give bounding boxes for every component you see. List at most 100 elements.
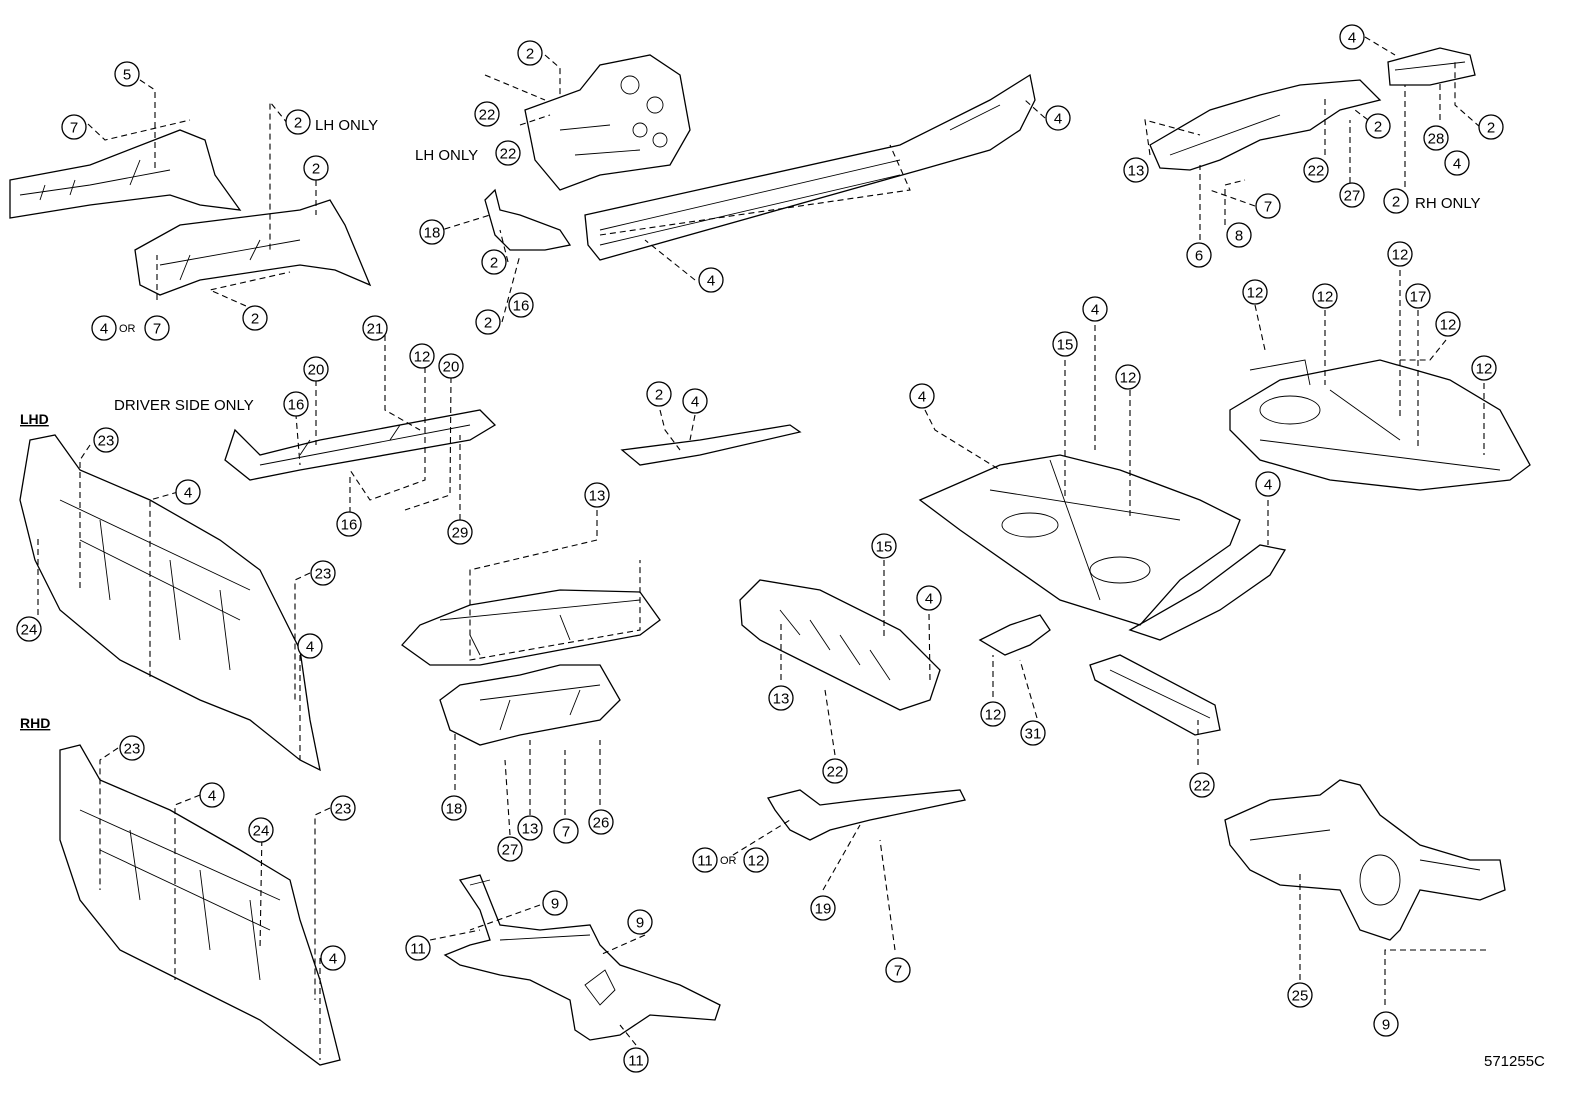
callout-circle	[1020, 720, 1046, 746]
callout-circle	[517, 40, 543, 66]
or-note-2: OR	[720, 855, 737, 867]
callout-4: 4	[909, 383, 935, 409]
figure-code: 571255C	[1484, 1053, 1545, 1070]
callout-circle	[810, 895, 836, 921]
callout-number: 2	[312, 161, 320, 178]
callout-circle	[283, 391, 309, 417]
front-suspension-crossmember-part	[443, 874, 721, 1041]
callout-number: 23	[98, 433, 115, 450]
callout-12: 12	[1242, 279, 1268, 305]
callout-12: 12	[1471, 355, 1497, 381]
callout-12: 12	[980, 701, 1006, 727]
callout-circle	[1339, 182, 1365, 208]
callout-29: 29	[447, 519, 473, 545]
callout-number: 6	[1195, 248, 1203, 265]
callout-number: 23	[315, 566, 332, 583]
callout-circle	[1082, 296, 1108, 322]
callout-20: 20	[303, 356, 329, 382]
callout-circle	[980, 701, 1006, 727]
callout-circle	[584, 482, 610, 508]
callout-22: 22	[1303, 157, 1329, 183]
callout-number: 24	[253, 823, 270, 840]
callout-number: 13	[1128, 163, 1145, 180]
callout-12: 12	[743, 847, 769, 873]
rear-suspension-member-part	[1224, 779, 1506, 941]
callout-circle	[303, 155, 329, 181]
callout-circle	[447, 519, 473, 545]
callout-4: 4	[698, 267, 724, 293]
callout-27: 27	[1339, 182, 1365, 208]
callout-number: 4	[925, 591, 933, 608]
callout-number: 20	[443, 359, 460, 376]
callout-circle	[822, 758, 848, 784]
callout-circle	[1045, 105, 1071, 131]
rh-only-note: RH ONLY	[1415, 195, 1481, 212]
callout-circle	[1255, 471, 1281, 497]
callout-circle	[114, 61, 140, 87]
callout-number: 16	[513, 298, 530, 315]
dash-crossmember-15-part	[739, 579, 941, 711]
callout-16: 16	[336, 511, 362, 537]
callout-number: 18	[424, 225, 441, 242]
callout-number: 17	[1410, 289, 1427, 306]
callout-number: 4	[691, 394, 699, 411]
callout-number: 11	[628, 1053, 644, 1070]
callout-number: 12	[1120, 370, 1137, 387]
callout-circle	[310, 560, 336, 586]
callout-22: 22	[474, 101, 500, 127]
callout-21: 21	[362, 315, 388, 341]
callout-6: 6	[1186, 242, 1212, 268]
callout-number: 4	[100, 321, 108, 338]
callout-circle	[1444, 150, 1470, 176]
callout-number: 16	[288, 397, 305, 414]
callout-number: 28	[1428, 131, 1445, 148]
callout-23: 23	[119, 735, 145, 761]
callout-number: 11	[410, 941, 426, 958]
callout-circle	[438, 353, 464, 379]
callout-7: 7	[144, 315, 170, 341]
callout-circle	[743, 847, 769, 873]
front-apron-lh-part	[524, 54, 691, 191]
callout-circle	[517, 815, 543, 841]
callout-13: 13	[517, 815, 543, 841]
callout-number: 4	[1091, 302, 1099, 319]
callout-circle	[588, 809, 614, 835]
or-note-1: OR	[119, 323, 136, 335]
rear-floor-side-member-part	[1089, 654, 1221, 736]
callout-4: 4	[1444, 150, 1470, 176]
callout-circle	[508, 292, 534, 318]
callout-circle	[1287, 982, 1313, 1008]
callout-25: 25	[1287, 982, 1313, 1008]
callout-number: 2	[1374, 119, 1382, 136]
lh-only-note-upper: LH ONLY	[315, 117, 378, 134]
callout-circle	[768, 685, 794, 711]
callout-24: 24	[16, 616, 42, 642]
callout-number: 4	[208, 788, 216, 805]
callout-number: 26	[593, 815, 610, 832]
dash-panel-lhd-part	[19, 434, 321, 772]
callout-number: 13	[522, 821, 539, 838]
callout-number: 22	[1194, 778, 1211, 795]
callout-4: 4	[199, 782, 225, 808]
callout-number: 12	[748, 853, 765, 870]
front-side-member-rail-part	[134, 199, 372, 296]
callout-23: 23	[93, 427, 119, 453]
callout-circle	[916, 585, 942, 611]
front-side-member-lh-part	[9, 129, 242, 219]
callout-circle	[405, 935, 431, 961]
callout-23: 23	[310, 560, 336, 586]
callout-circle	[1123, 157, 1149, 183]
callout-number: 27	[502, 842, 519, 859]
callout-number: 16	[341, 517, 358, 534]
callout-circle	[297, 633, 323, 659]
callout-number: 4	[1264, 477, 1272, 494]
callout-2: 2	[1383, 188, 1409, 214]
callout-circle	[475, 309, 501, 335]
callout-circle	[1115, 364, 1141, 390]
callout-number: 21	[367, 321, 384, 338]
rocker-panel-part	[584, 73, 1036, 261]
callout-number: 22	[500, 146, 517, 163]
callout-12: 12	[409, 343, 435, 369]
callout-circle	[1373, 1011, 1399, 1037]
callout-2: 2	[646, 381, 672, 407]
